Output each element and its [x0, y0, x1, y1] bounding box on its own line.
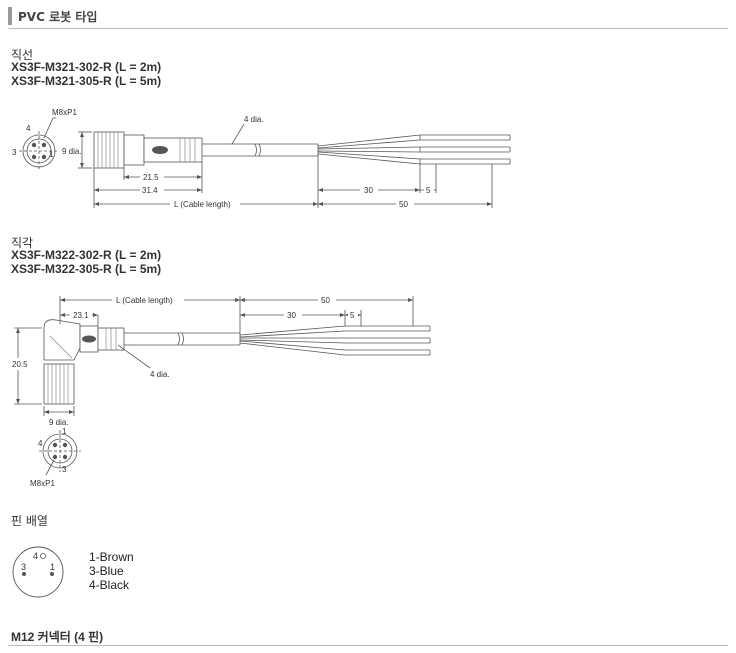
straight-dim-5: 5 — [426, 186, 431, 195]
right-angle-model-1: XS3F-M322-302-R (L = 2m) — [11, 248, 162, 262]
legend-item: 1-Brown — [89, 550, 134, 564]
pinout-pin4-label: 4 — [33, 551, 38, 561]
right-angle-pin4-label: 4 — [38, 439, 43, 448]
right-angle-model-2: XS3F-M322-305-R (L = 5m) — [11, 262, 162, 276]
legend-item: 4-Black — [89, 578, 130, 592]
pinout-diagram: 4 3 1 — [12, 546, 64, 598]
right-angle-logo — [82, 335, 96, 343]
section-title-text: PVC 로봇 타입 — [18, 9, 98, 24]
right-angle-drawing: L (Cable length) 50 23.1 30 5 20.5 4 dia… — [10, 295, 431, 488]
straight-model-1: XS3F-M321-302-R (L = 2m) — [11, 60, 162, 74]
straight-thread-label: M8xP1 — [52, 108, 77, 117]
straight-logo — [152, 146, 168, 154]
right-angle-cable-dia-label: 4 dia. — [150, 370, 170, 379]
legend-item: 3-Blue — [89, 564, 124, 578]
section-title-pvc: PVC 로봇 타입 — [8, 6, 97, 26]
right-angle-elbow — [43, 319, 81, 361]
right-angle-dim-50: 50 — [321, 296, 330, 305]
straight-cable-dia-label: 4 dia. — [244, 115, 264, 124]
right-angle-dim-23-1: 23.1 — [73, 311, 89, 320]
straight-drawing: M8xP1 4 3 1 — [12, 108, 511, 209]
straight-knurl-nut — [93, 131, 125, 169]
straight-dim-50: 50 — [399, 200, 408, 209]
section-rule — [8, 645, 728, 646]
right-angle-body-dia-label: 9 dia. — [49, 418, 69, 427]
straight-body — [123, 134, 145, 166]
right-angle-cable-length-label: L (Cable length) — [116, 296, 173, 305]
straight-dim-31-4: 31.4 — [142, 186, 158, 195]
pinout-pin3-label: 3 — [21, 562, 26, 572]
straight-pin3-label: 3 — [12, 148, 17, 157]
straight-body-dia-label: 9 dia. — [62, 147, 82, 156]
right-angle-height-label: 20.5 — [12, 360, 28, 369]
pinout-outer-circle — [12, 546, 64, 598]
right-angle-pin3-label: 3 — [62, 465, 67, 474]
right-angle-knurl-nut — [43, 363, 75, 405]
straight-dim-30: 30 — [364, 186, 373, 195]
straight-pin1-label: 1 — [49, 150, 54, 159]
m12-heading: M12 커넥터 (4 핀) — [11, 630, 104, 644]
pinout-heading: 핀 배열 — [11, 514, 48, 528]
right-angle-dim-5: 5 — [350, 311, 355, 320]
straight-heading: 직선 — [11, 48, 34, 62]
straight-cable-length-label: L (Cable length) — [174, 200, 231, 209]
right-angle-heading: 직각 — [11, 236, 34, 250]
straight-model-2: XS3F-M321-305-R (L = 5m) — [11, 74, 162, 88]
pinout-pin1-label: 1 — [50, 562, 55, 572]
right-angle-thread-label: M8xP1 — [30, 479, 55, 488]
straight-pin4-label: 4 — [26, 124, 31, 133]
section-bar — [8, 7, 12, 25]
right-angle-pin1-label: 1 — [62, 427, 67, 436]
pinout-legend: 1-Brown 3-Blue 4-Black — [89, 550, 134, 592]
right-angle-dim-30: 30 — [287, 311, 296, 320]
section-rule — [8, 28, 728, 29]
straight-dim-21-5: 21.5 — [143, 173, 159, 182]
